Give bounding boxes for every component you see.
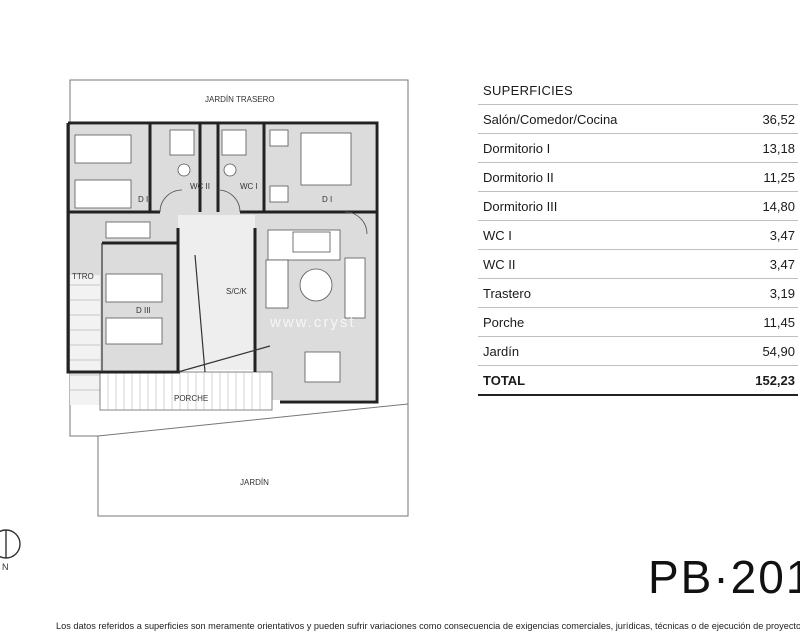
surfaces-title: SUPERFICIES bbox=[483, 82, 573, 98]
room-label-jardin-trasero: JARDÍN TRASERO bbox=[205, 95, 275, 104]
row-name: Jardín bbox=[483, 343, 520, 359]
row-value: 3,47 bbox=[769, 227, 795, 243]
row-name: Dormitorio III bbox=[483, 198, 558, 214]
thin-walls bbox=[101, 243, 271, 373]
table-row: Trastero 3,19 bbox=[478, 279, 798, 308]
row-value: 3,47 bbox=[769, 256, 795, 272]
surfaces-header: SUPERFICIES bbox=[478, 76, 798, 105]
row-name: Dormitorio I bbox=[483, 140, 551, 156]
walls bbox=[66, 121, 379, 404]
porch-slats bbox=[107, 372, 261, 410]
table-row: Dormitorio II 11,25 bbox=[478, 163, 798, 192]
room-label-wc2: WC II bbox=[190, 182, 210, 191]
table-row: Jardín 54,90 bbox=[478, 337, 798, 366]
row-name: Dormitorio II bbox=[483, 169, 554, 185]
porch-deck bbox=[99, 371, 273, 411]
table-row: WC I 3,47 bbox=[478, 221, 798, 250]
row-value: 36,52 bbox=[762, 111, 795, 127]
furniture bbox=[74, 129, 366, 383]
table-row: Dormitorio III 14,80 bbox=[478, 192, 798, 221]
total-row: TOTAL 152,23 bbox=[478, 366, 798, 396]
row-value: 11,25 bbox=[763, 169, 795, 185]
back-garden-outline bbox=[69, 79, 409, 517]
room-label-d1: D I bbox=[322, 195, 332, 204]
total-label: TOTAL bbox=[483, 372, 526, 388]
room-label-wc1: WC I bbox=[240, 182, 258, 191]
row-value: 54,90 bbox=[762, 343, 795, 359]
row-name: Porche bbox=[483, 314, 525, 330]
floor-plan: JARDÍN TRASERO D II WC II WC I D I TTRO … bbox=[66, 79, 409, 517]
plan-code: PB·201 bbox=[648, 551, 800, 603]
compass-north-label: N bbox=[2, 562, 9, 572]
row-value: 3,19 bbox=[769, 285, 795, 301]
stair-lines bbox=[70, 284, 100, 391]
room-label-jardin: JARDÍN bbox=[240, 478, 269, 487]
surfaces-table: SUPERFICIES Salón/Comedor/Cocina 36,52 D… bbox=[478, 76, 798, 396]
disclaimer-text: Los datos referidos a superficies son me… bbox=[56, 621, 800, 631]
room-label-d2: D II bbox=[138, 195, 150, 204]
room-label-porche: PORCHE bbox=[174, 394, 208, 403]
room-label-d3: D III bbox=[136, 306, 151, 315]
row-value: 13,18 bbox=[762, 140, 795, 156]
total-value: 152,23 bbox=[755, 372, 795, 388]
row-name: WC II bbox=[483, 256, 516, 272]
row-value: 11,45 bbox=[763, 314, 795, 330]
room-label-salon: S/C/K bbox=[226, 287, 248, 296]
table-row: Dormitorio I 13,18 bbox=[478, 134, 798, 163]
doors bbox=[159, 189, 368, 235]
stairs bbox=[70, 275, 100, 405]
row-name: Trastero bbox=[483, 285, 531, 301]
table-row: Salón/Comedor/Cocina 36,52 bbox=[478, 105, 798, 134]
room-label-trastero: TTRO bbox=[72, 272, 94, 281]
table-row: WC II 3,47 bbox=[478, 250, 798, 279]
compass-icon: N bbox=[0, 529, 21, 572]
garden-divider bbox=[97, 403, 409, 437]
light-floor bbox=[178, 215, 255, 370]
watermark: www.cryst bbox=[270, 314, 356, 331]
row-name: Salón/Comedor/Cocina bbox=[483, 111, 618, 127]
row-name: WC I bbox=[483, 227, 512, 243]
row-value: 14,80 bbox=[762, 198, 795, 214]
table-row: Porche 11,45 bbox=[478, 308, 798, 337]
